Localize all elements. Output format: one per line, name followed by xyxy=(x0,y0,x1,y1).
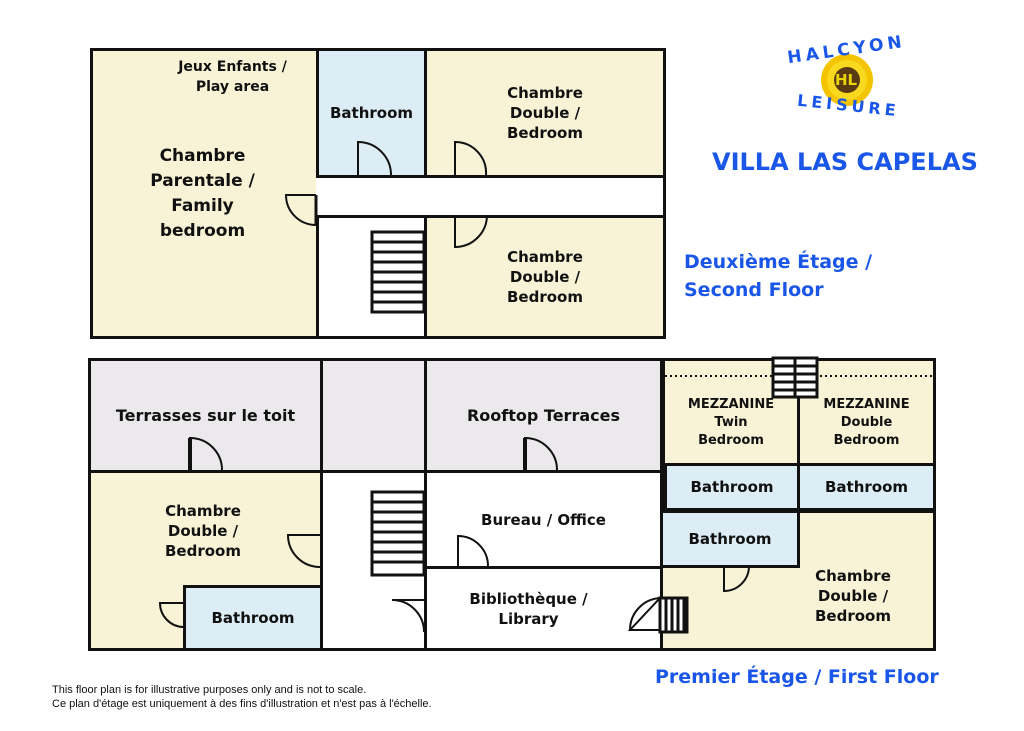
room-bathroom: Bathroom xyxy=(316,48,427,178)
room-bathroom-right: Bathroom xyxy=(660,510,800,568)
room-bathroom-double: Bathroom xyxy=(797,463,936,511)
sunflower-icon xyxy=(821,54,873,106)
terrace-middle xyxy=(320,358,427,473)
logo-mark: HL xyxy=(835,71,858,89)
room-rooftop-terraces: Rooftop Terraces xyxy=(424,358,663,473)
room-bathroom-twin: Bathroom xyxy=(662,463,800,511)
stair-area xyxy=(316,215,427,339)
first-floor-label: Premier Étage / First Floor xyxy=(655,666,939,688)
logo: HL HALCYON LEISURE xyxy=(775,32,925,123)
play-area-label: Jeux Enfants / Play area xyxy=(178,59,287,95)
hallway-first xyxy=(320,470,427,651)
room-double-1: Chambre Double / Bedroom xyxy=(424,48,666,178)
hallway xyxy=(316,175,666,218)
room-library: Bibliothèque / Library xyxy=(424,566,663,651)
disclaimer: This floor plan is for illustrative purp… xyxy=(52,684,432,710)
room-family-bedroom: Chambre Parentale / Family bedroom xyxy=(90,48,319,339)
villa-title: VILLA LAS CAPELAS xyxy=(712,148,978,176)
room-mezzanine-double: MEZZANINE Double Bedroom xyxy=(797,358,936,466)
second-floor-label: Deuxième Étage / Second Floor xyxy=(684,251,873,301)
room-terrasses: Terrasses sur le toit xyxy=(88,358,323,473)
room-bathroom-left: Bathroom xyxy=(183,585,323,651)
room-office: Bureau / Office xyxy=(424,470,663,569)
room-mezzanine-twin: MEZZANINE Twin Bedroom xyxy=(662,358,800,466)
room-double-2: Chambre Double / Bedroom xyxy=(424,215,666,339)
